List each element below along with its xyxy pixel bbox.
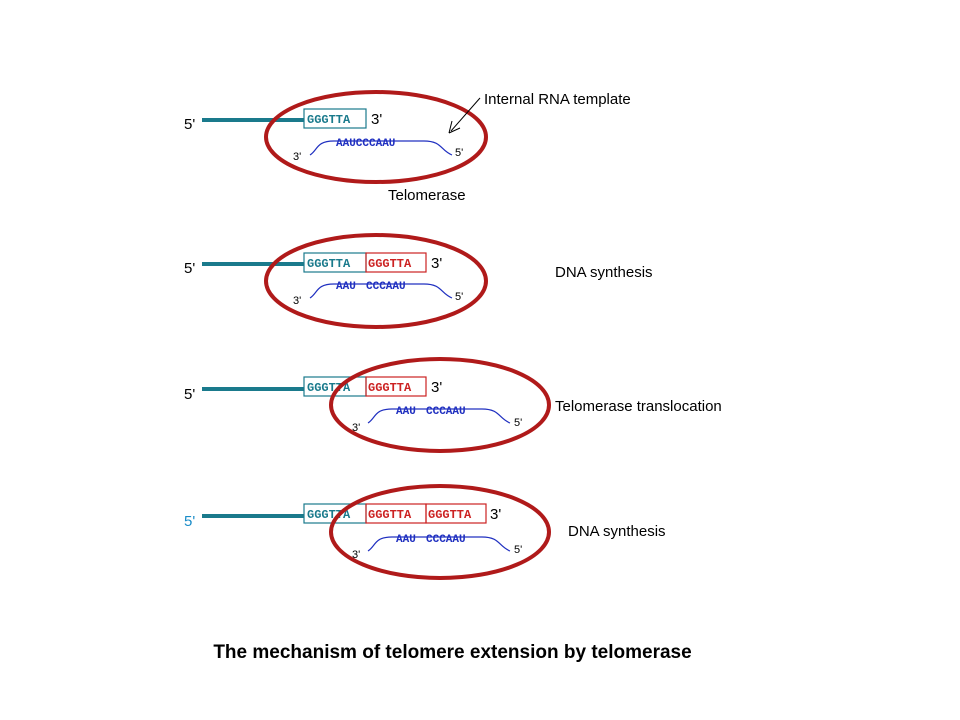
dna-repeat-text: GGGTTA [307,257,351,271]
new-repeat-text: GGGTTA [368,257,412,271]
rna-three-prime-label: 3' [293,295,301,307]
step-3: 5' GGGTTA GGGTTA 3' AAU CCCAAU 3' 5' Tel… [184,357,722,453]
new-repeat-box [365,376,427,397]
telomerase-enzyme [329,357,551,453]
telomerase-label: Telomerase [388,187,466,204]
three-prime-label: 3' [431,255,442,272]
new-repeat-box-2 [425,503,487,524]
rna-template-part1: AAU [396,406,416,418]
step-1: 5' GGGTTA 3' AAUCCCAAU 3' 5' Telomerase … [184,90,631,204]
internal-rna-template-label: Internal RNA template [484,91,631,108]
telomerase-enzyme [264,90,488,184]
three-prime-label: 3' [490,506,501,523]
pointer-arrow-line [450,97,481,132]
dna-synthesis-label: DNA synthesis [568,523,666,540]
pointer-arrow-head [448,120,461,134]
rna-five-prime-label: 5' [514,544,522,556]
rna-template-text: AAUCCCAAU [336,138,395,150]
rna-template-part1: AAU [396,534,416,546]
new-repeat-text: GGGTTA [368,508,412,522]
new-repeat-text-2: GGGTTA [428,508,472,522]
dna-repeat-box [303,108,367,129]
rna-five-prime-label: 5' [455,147,463,159]
rna-three-prime-label: 3' [352,422,360,434]
three-prime-label: 3' [431,379,442,396]
five-prime-label: 5' [184,260,195,277]
rna-three-prime-label: 3' [352,549,360,561]
dna-synthesis-label: DNA synthesis [555,264,653,281]
three-prime-label: 3' [371,111,382,128]
rna-five-prime-label: 5' [514,417,522,429]
rna-template-strand [367,536,511,552]
telomerase-translocation-label: Telomerase translocation [555,398,722,415]
rna-template-part2: CCCAAU [426,534,466,546]
rna-template-strand [367,408,511,424]
five-prime-label: 5' [184,386,195,403]
rna-template-part2: CCCAAU [426,406,466,418]
rna-three-prime-label: 3' [293,151,301,163]
new-repeat-text: GGGTTA [368,381,412,395]
step-2: 5' GGGTTA GGGTTA 3' AAU CCCAAU 3' 5' DNA… [184,233,653,329]
telomerase-enzyme [329,484,551,580]
rna-template-part1: AAU [336,281,356,293]
figure-caption: The mechanism of telomere extension by t… [213,642,692,663]
five-prime-label: 5' [184,116,195,133]
rna-template-strand [309,283,453,299]
rna-template-part2: CCCAAU [366,281,406,293]
five-prime-label: 5' [184,513,195,530]
rna-five-prime-label: 5' [455,291,463,303]
rna-template-strand [309,140,453,156]
telomerase-enzyme [264,233,488,329]
dna-repeat-text: GGGTTA [307,113,351,127]
new-repeat-box [365,252,427,273]
step-4: 5' GGGTTA GGGTTA GGGTTA 3' AAU CCCAAU 3'… [184,484,666,580]
